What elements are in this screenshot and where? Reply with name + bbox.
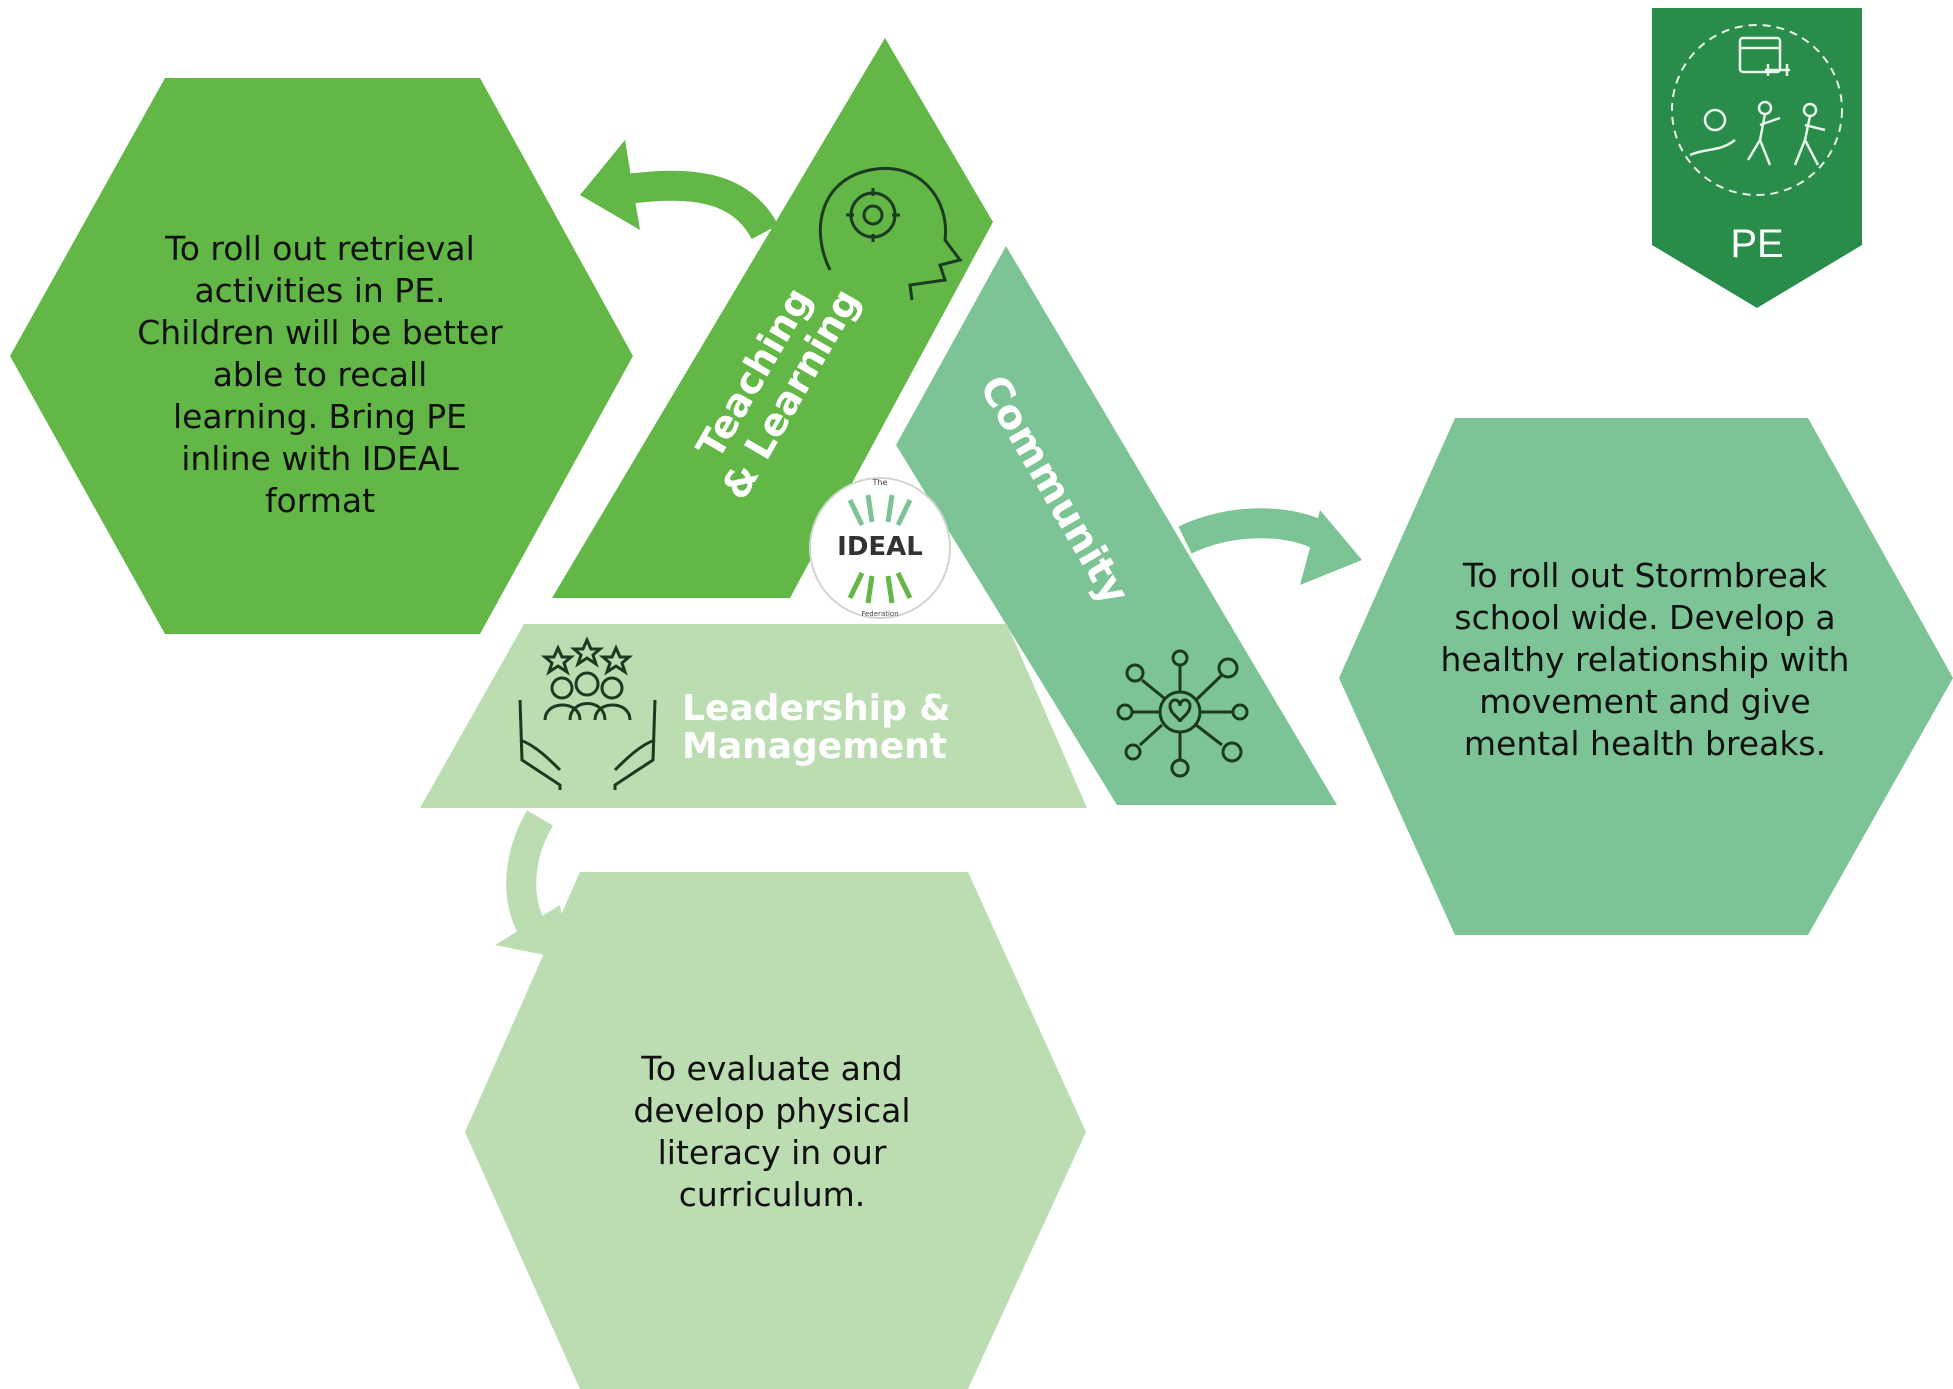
team-hands-stars-icon	[518, 636, 657, 790]
sports-icon	[1689, 36, 1826, 166]
teaching-arrow	[580, 140, 779, 240]
ideal-logo	[809, 477, 951, 619]
teaching-hex-text: To roll out retrieval activities in PE. …	[137, 229, 503, 520]
pe-badge-label: PE	[1730, 222, 1784, 266]
community-arrow	[1178, 508, 1362, 585]
community-segment	[896, 246, 1337, 805]
leadership-hex-text: To evaluate and develop physical literac…	[633, 1049, 911, 1214]
teaching-hexagon	[10, 78, 633, 634]
ideal-logo-main: IDEAL	[837, 532, 923, 562]
leadership-label: Leadership & Management	[682, 690, 982, 766]
teaching-segment	[552, 38, 993, 598]
network-heart-icon	[1116, 649, 1249, 778]
head-gear-icon	[818, 167, 963, 301]
ideal-logo-bottom: Federation	[861, 610, 899, 618]
leadership-label-line2: Management	[682, 726, 947, 767]
community-hexagon	[1339, 418, 1953, 935]
pe-badge	[1652, 8, 1862, 308]
leadership-label-line1: Leadership &	[682, 688, 951, 729]
community-hex-text: To roll out Stormbreak school wide. Deve…	[1440, 556, 1850, 763]
leadership-arrow	[495, 810, 570, 960]
ideal-logo-top: The	[872, 478, 888, 487]
leadership-segment	[420, 624, 1087, 808]
leadership-hexagon	[465, 872, 1086, 1389]
